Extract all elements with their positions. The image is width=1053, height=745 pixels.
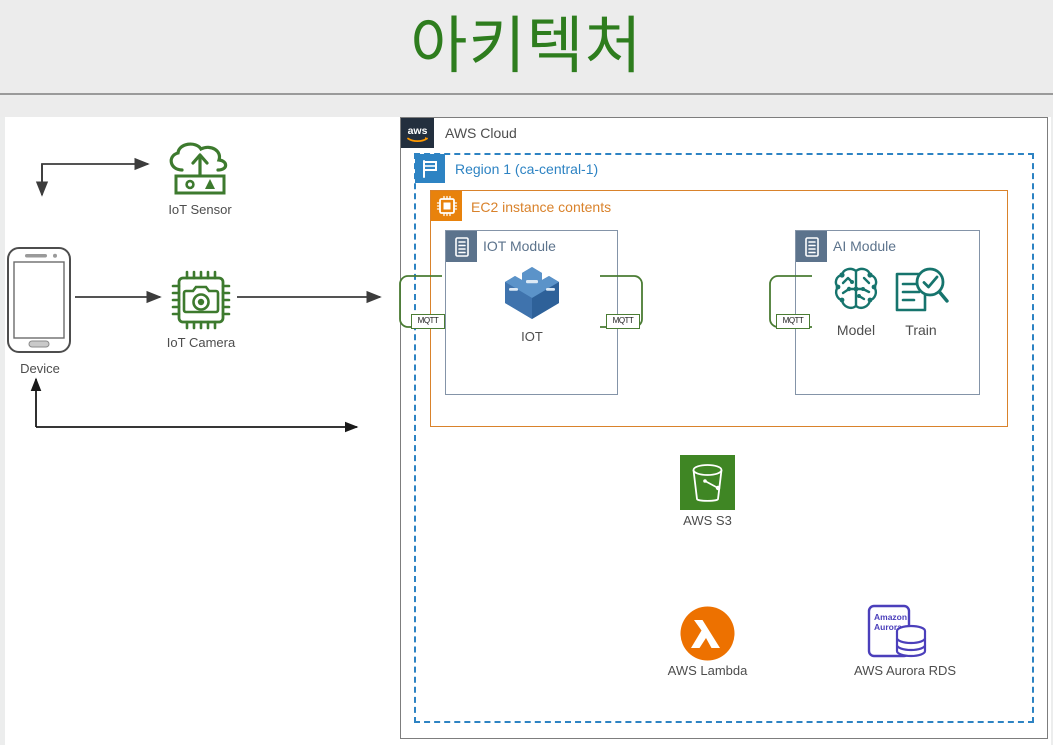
- server-rack-icon: [796, 231, 827, 262]
- ec2-container: [430, 190, 1008, 427]
- aws-logo-icon: aws: [401, 118, 434, 148]
- iot-module-label: IOT Module: [483, 238, 556, 254]
- server-rack-icon: [446, 231, 477, 262]
- device-icon: [5, 245, 73, 355]
- train-label: Train: [905, 322, 937, 338]
- mqtt-tag-3: MQTT: [776, 314, 810, 329]
- iot-camera-icon: [170, 269, 232, 331]
- ai-module-label: AI Module: [833, 238, 897, 254]
- device-label: Device: [20, 361, 60, 376]
- aurora-icon-text-line1: Amazon: [874, 612, 907, 622]
- region-label: Region 1 (ca-central-1): [455, 161, 599, 177]
- mqtt-tag-1: MQTT: [411, 314, 445, 329]
- iot-sensor-label: IoT Sensor: [168, 202, 232, 217]
- iot-module-container: [445, 230, 618, 395]
- svg-text:aws: aws: [408, 125, 428, 137]
- region-flag-icon: [415, 154, 445, 183]
- title-bar: 아키텍처: [0, 0, 1053, 95]
- ai-module-container: [795, 230, 980, 395]
- mqtt-endpoint-1: [398, 274, 444, 329]
- brain-circuit-icon: [829, 265, 883, 319]
- diagram-canvas: IoT Sensor Device IoT Camera: [5, 117, 1051, 745]
- region-container: [414, 153, 1034, 723]
- iot-service-label: IOT: [521, 329, 543, 344]
- mqtt-tag-2: MQTT: [606, 314, 640, 329]
- page-title: 아키텍처: [410, 11, 643, 81]
- aurora-icon-text-line2: Aurora: [874, 622, 902, 632]
- iot-sensor-icon: [164, 142, 236, 204]
- lambda-icon: [680, 606, 735, 661]
- sub-bar: [0, 97, 1053, 117]
- model-label: Model: [836, 322, 876, 338]
- aws-iot-core-icon: [501, 265, 563, 323]
- lambda-label: AWS Lambda: [667, 663, 748, 678]
- mqtt-endpoint-3: [768, 274, 814, 329]
- s3-label: AWS S3: [683, 513, 732, 528]
- s3-bucket-icon: [680, 455, 735, 510]
- ec2-chip-icon: [431, 191, 462, 221]
- ec2-label: EC2 instance contents: [471, 199, 612, 215]
- document-magnifier-icon: [892, 265, 950, 319]
- iot-camera-label: IoT Camera: [166, 335, 236, 350]
- aurora-rds-label: AWS Aurora RDS: [853, 663, 957, 678]
- aurora-rds-icon: Amazon Aurora: [865, 603, 931, 661]
- aws-cloud-label: AWS Cloud: [445, 125, 517, 141]
